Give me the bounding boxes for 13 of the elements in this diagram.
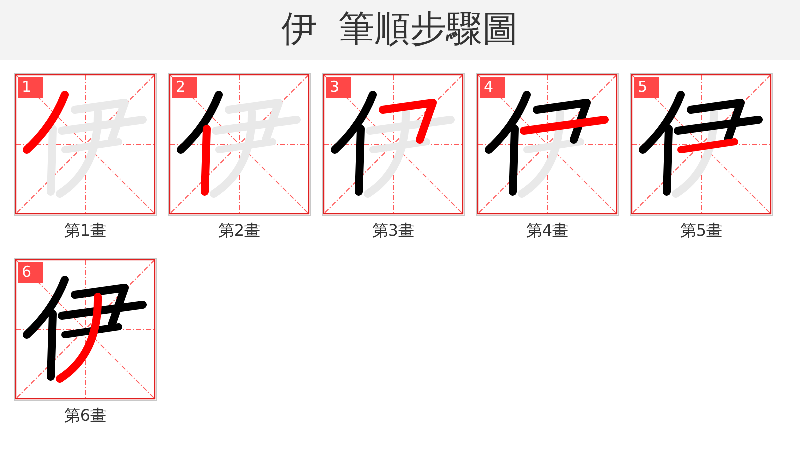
step-number-tag: 6 [18,262,43,283]
step-caption: 第5畫 [680,221,723,241]
step-number-tag: 3 [326,77,351,98]
step-caption: 第6畫 [64,406,107,426]
page-title: 伊 筆順步驟圖 [281,8,519,52]
step-caption: 第2畫 [218,221,261,241]
step-caption: 第1畫 [64,221,107,241]
step-number-tag: 5 [634,77,659,98]
step-caption: 第3畫 [372,221,415,241]
step-number-tag: 2 [172,77,197,98]
step-caption: 第4畫 [526,221,569,241]
step-number-tag: 4 [480,77,505,98]
step-number-tag: 1 [18,77,43,98]
